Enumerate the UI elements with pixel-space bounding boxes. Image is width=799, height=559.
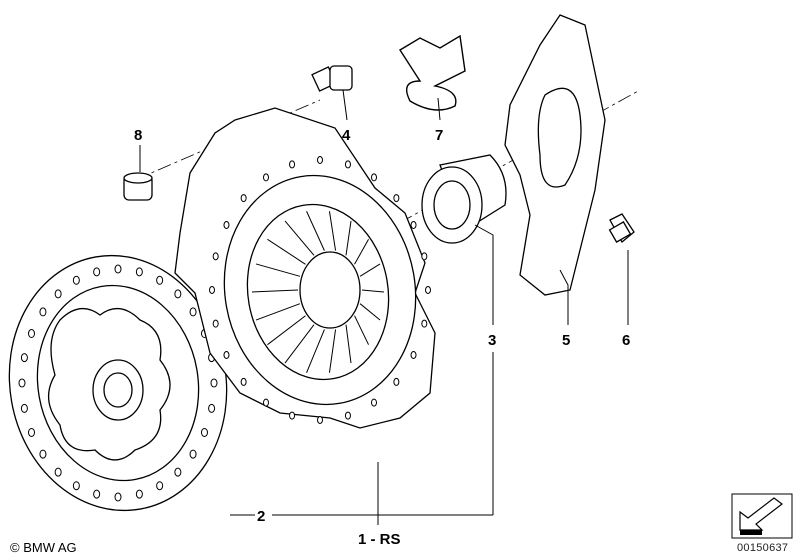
cover-hole bbox=[212, 319, 219, 328]
diaphragm-finger bbox=[359, 303, 381, 321]
disc-rivet-hole bbox=[28, 329, 36, 339]
cover-hole bbox=[393, 194, 400, 203]
diaphragm-finger bbox=[255, 263, 301, 277]
diaphragm-finger bbox=[345, 220, 352, 256]
disc-rivet-hole bbox=[189, 307, 197, 317]
disc-rivet-hole bbox=[54, 467, 62, 477]
guide-plate[interactable] bbox=[504, 14, 606, 296]
disc-rivet-hole bbox=[114, 264, 122, 274]
cover-hole bbox=[263, 173, 269, 182]
cover-hole bbox=[289, 160, 296, 169]
disc-rivet-hole bbox=[28, 427, 36, 437]
disc-rivet-hole bbox=[208, 403, 216, 413]
disc-rivet-hole bbox=[18, 378, 26, 388]
disc-rivet-hole bbox=[156, 481, 164, 491]
cover-hole bbox=[240, 194, 247, 203]
cover-hole bbox=[344, 160, 351, 169]
cover-hole bbox=[223, 351, 230, 359]
disc-rivet-hole bbox=[72, 275, 80, 285]
diaphragm-finger bbox=[306, 329, 325, 373]
diaphragm-finger bbox=[361, 289, 385, 293]
disc-rivet-hole bbox=[72, 481, 80, 491]
disc-rivet-hole bbox=[93, 267, 101, 277]
cover-hole bbox=[223, 221, 230, 229]
disc-rivet-hole bbox=[135, 489, 143, 499]
diaphragm-finger bbox=[345, 324, 352, 364]
navigation-arrow-icon[interactable] bbox=[731, 493, 793, 539]
diaphragm-finger bbox=[284, 324, 315, 364]
diaphragm-finger bbox=[306, 211, 325, 251]
label-4: 4 bbox=[342, 127, 351, 144]
disc-rivet-hole bbox=[174, 467, 182, 477]
disc-rivet-hole bbox=[54, 289, 62, 299]
label-8: 8 bbox=[134, 127, 142, 144]
spring-clip[interactable] bbox=[399, 34, 466, 111]
disc-rivet-hole bbox=[39, 449, 47, 459]
cover-hole bbox=[421, 319, 428, 328]
cover-hole bbox=[393, 377, 400, 386]
document-number: 00150637 bbox=[737, 542, 789, 554]
cover-hole bbox=[240, 377, 247, 386]
copyright-text: © BMW AG bbox=[10, 540, 77, 555]
cover-hole bbox=[317, 416, 323, 424]
diaphragm-finger bbox=[284, 220, 315, 256]
cover-hole bbox=[425, 286, 431, 294]
cover-hole bbox=[410, 351, 417, 359]
disc-rivet-hole bbox=[210, 378, 218, 388]
cover-hole bbox=[209, 286, 215, 294]
diaphragm-finger bbox=[267, 238, 306, 265]
label-7: 7 bbox=[435, 127, 443, 144]
diaphragm-finger bbox=[267, 315, 306, 346]
cover-hole bbox=[317, 156, 323, 164]
cover-hole bbox=[371, 398, 377, 407]
cover-hole bbox=[371, 173, 377, 182]
diaphragm-finger bbox=[255, 303, 301, 321]
diaphragm-finger bbox=[251, 289, 299, 293]
label-1-rs: 1 - RS bbox=[358, 531, 401, 548]
label-6: 6 bbox=[622, 332, 630, 349]
diaphragm-finger bbox=[328, 211, 337, 251]
pressure-plate[interactable] bbox=[174, 107, 436, 429]
label-2: 2 bbox=[257, 508, 265, 525]
disc-rivet-hole bbox=[189, 449, 197, 459]
disc-rivet-hole bbox=[156, 275, 164, 285]
disc-rivet-hole bbox=[39, 307, 47, 317]
dowel-sleeve[interactable] bbox=[123, 172, 153, 201]
cover-hole bbox=[421, 252, 428, 261]
disc-rivet-hole bbox=[200, 427, 208, 437]
diaphragm-finger bbox=[354, 315, 370, 345]
label-3: 3 bbox=[488, 332, 496, 349]
disc-rivet-hole bbox=[135, 267, 143, 277]
label-5: 5 bbox=[562, 332, 570, 349]
cover-hole bbox=[410, 221, 417, 229]
disc-rivet-hole bbox=[93, 489, 101, 499]
release-bearing[interactable] bbox=[421, 154, 507, 244]
diaphragm-finger bbox=[328, 329, 337, 373]
cover-hole bbox=[263, 398, 269, 407]
disc-rivet-hole bbox=[20, 353, 28, 363]
disc-rivet-hole bbox=[174, 289, 182, 299]
bolt[interactable] bbox=[311, 65, 353, 92]
diaphragm-finger bbox=[359, 263, 381, 277]
pin-sensor[interactable] bbox=[608, 213, 635, 244]
clutch-disc[interactable] bbox=[0, 238, 247, 528]
disc-rivet-hole bbox=[114, 492, 122, 502]
disc-rivet-hole bbox=[20, 403, 28, 413]
diaphragm-finger bbox=[354, 239, 369, 265]
cover-hole bbox=[212, 252, 219, 261]
cover-hole bbox=[344, 411, 351, 420]
cover-hole bbox=[289, 411, 296, 420]
